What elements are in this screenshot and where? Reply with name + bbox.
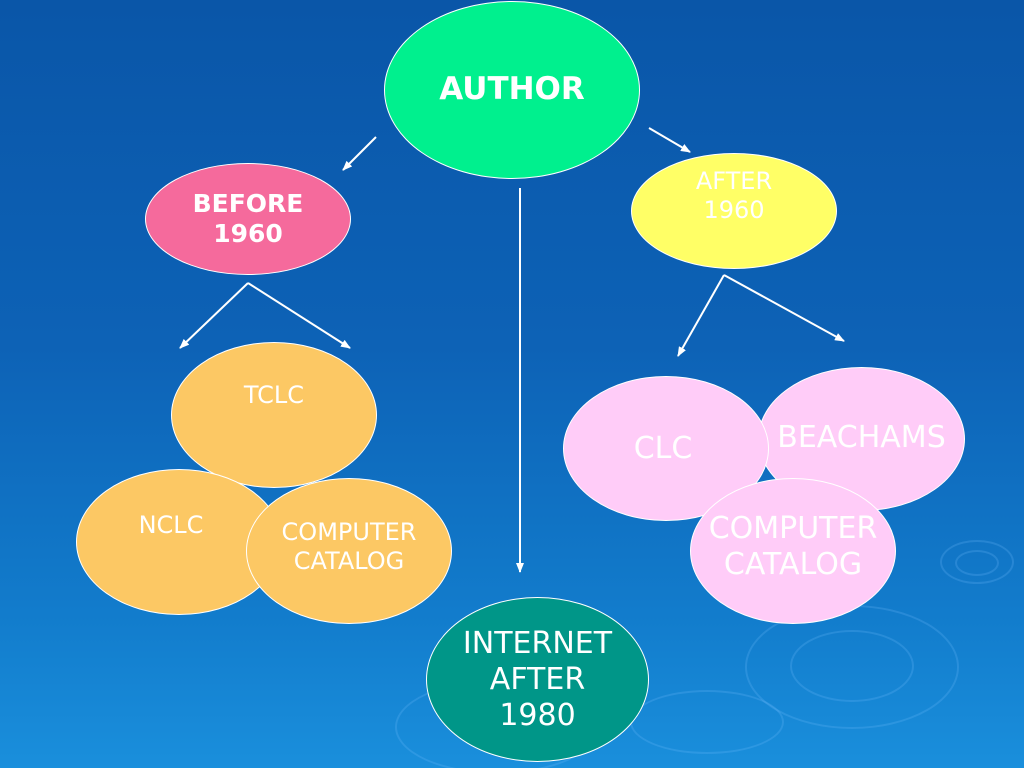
node-internet-after-1980-label: INTERNET AFTER 1980 (462, 625, 613, 733)
node-beachams-label: BEACHAMS (777, 420, 946, 455)
edge-author-to-after-1960 (648, 127, 691, 153)
node-clc-label: CLC (633, 430, 693, 466)
node-computer-catalog-left-label: COMPUTER CATALOG (281, 518, 417, 575)
node-author-label: AUTHOR (439, 71, 585, 108)
node-author: AUTHOR (384, 1, 640, 179)
edge-after-1960-to-beachams (723, 274, 845, 342)
node-after-1960-label: AFTER 1960 (695, 167, 773, 224)
node-computer-catalog-right-label: COMPUTER CATALOG (708, 511, 878, 582)
node-computer-catalog-right: COMPUTER CATALOG (690, 478, 896, 624)
node-computer-catalog-left: COMPUTER CATALOG (246, 478, 452, 624)
edge-after-1960-to-clc (677, 274, 725, 357)
node-before-1960-label: BEFORE 1960 (192, 189, 304, 248)
node-nclc: NCLC (76, 469, 282, 615)
node-tclc-label: TCLC (243, 380, 305, 409)
node-before-1960: BEFORE 1960 (145, 163, 351, 275)
node-tclc: TCLC (171, 342, 377, 488)
node-after-1960: AFTER 1960 (631, 153, 837, 269)
node-nclc-label: NCLC (138, 510, 204, 539)
node-internet-after-1980: INTERNET AFTER 1980 (426, 597, 649, 762)
edge-before-1960-to-nclc (179, 282, 249, 349)
edge-author-to-before-1960 (342, 136, 377, 171)
edge-before-1960-to-computer-catalog (247, 282, 351, 349)
